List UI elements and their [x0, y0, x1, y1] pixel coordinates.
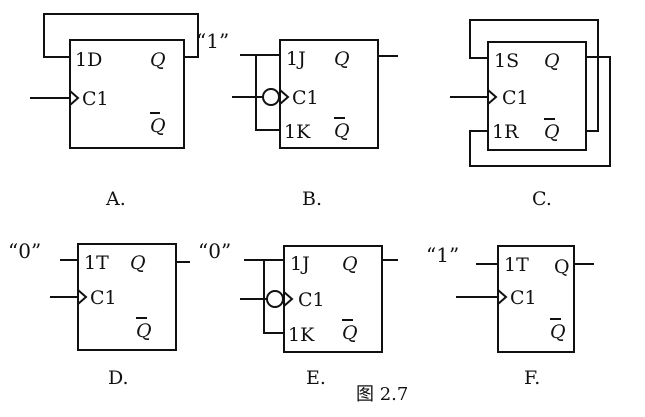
panel-d: “0” 1T C1 Q Q D. — [8, 239, 190, 389]
feedback-q-to-r-c — [469, 56, 611, 167]
output-q-e: Q — [342, 253, 358, 275]
pin-c1-e: C1 — [298, 289, 325, 311]
flip-flop-b-body — [279, 39, 379, 149]
panel-a: 1D C1 Q Q A. — [30, 13, 199, 210]
panel-label-f: F. — [524, 367, 540, 389]
output-qbar-f: Q — [550, 321, 566, 343]
panel-f: “1” 1T C1 Q Q F. — [426, 243, 594, 389]
clock-triangle-e — [283, 291, 294, 307]
output-qbar-b: Q — [334, 120, 350, 142]
flip-flop-a-body — [69, 39, 185, 149]
pin-c1-f: C1 — [510, 287, 537, 309]
panel-e: “0” 1J C1 1K Q Q E. — [198, 239, 398, 389]
clock-triangle-c — [487, 89, 498, 105]
panel-label-a: A. — [105, 188, 126, 210]
feedback-qbar-to-s-c — [469, 19, 599, 132]
flip-flop-d-body — [77, 243, 177, 351]
pin-1k-b: 1K — [284, 121, 311, 143]
panel-label-c: C. — [532, 188, 552, 210]
clock-inversion-bubble-b — [262, 88, 280, 106]
input-label-b: “1” — [196, 29, 229, 53]
panel-label-e: E. — [306, 367, 326, 389]
panel-label-b: B. — [302, 188, 322, 210]
flip-flop-e-body — [283, 245, 383, 353]
clock-triangle-b — [279, 89, 290, 105]
pin-1k-e: 1K — [288, 324, 315, 346]
pin-1d-a: 1D — [75, 49, 102, 71]
feedback-wire-a — [43, 13, 199, 58]
k-wire-b — [255, 55, 280, 131]
output-q-f: Q — [554, 256, 570, 278]
input-label-e: “0” — [198, 239, 231, 263]
clock-triangle-f — [497, 289, 508, 305]
clock-triangle-d — [77, 289, 88, 305]
pin-1j-b: 1J — [286, 48, 306, 70]
figure-caption: 图 2.7 — [356, 384, 408, 405]
pin-c1-b: C1 — [292, 87, 319, 109]
output-q-a: Q — [150, 49, 166, 71]
input-label-f: “1” — [426, 243, 459, 267]
output-qbar-d: Q — [136, 320, 152, 342]
clock-triangle-a — [69, 90, 80, 106]
pin-c1-a: C1 — [82, 88, 109, 110]
panel-label-d: D. — [108, 367, 129, 389]
clock-inversion-bubble-e — [266, 290, 284, 308]
panel-c: 1S C1 1R Q Q C. — [450, 19, 611, 210]
k-wire-e — [263, 260, 284, 334]
flip-flop-f-body — [497, 245, 575, 353]
panel-b: “1” 1J C1 1K Q Q B. — [196, 29, 398, 210]
pin-1r-c: 1R — [492, 121, 519, 143]
output-qbar-a: Q — [150, 115, 166, 137]
output-qbar-e: Q — [342, 322, 358, 344]
pin-1t-d: 1T — [84, 252, 109, 274]
output-q-b: Q — [334, 48, 350, 70]
output-q-d: Q — [130, 252, 146, 274]
pin-c1-d: C1 — [90, 287, 117, 309]
output-qbar-c: Q — [544, 121, 560, 143]
pin-1t-f: 1T — [504, 254, 529, 276]
pin-c1-c: C1 — [502, 87, 529, 109]
input-label-d: “0” — [8, 239, 41, 263]
pin-1s-c: 1S — [494, 50, 519, 72]
pin-1j-e: 1J — [290, 253, 310, 275]
output-q-c: Q — [544, 50, 560, 72]
